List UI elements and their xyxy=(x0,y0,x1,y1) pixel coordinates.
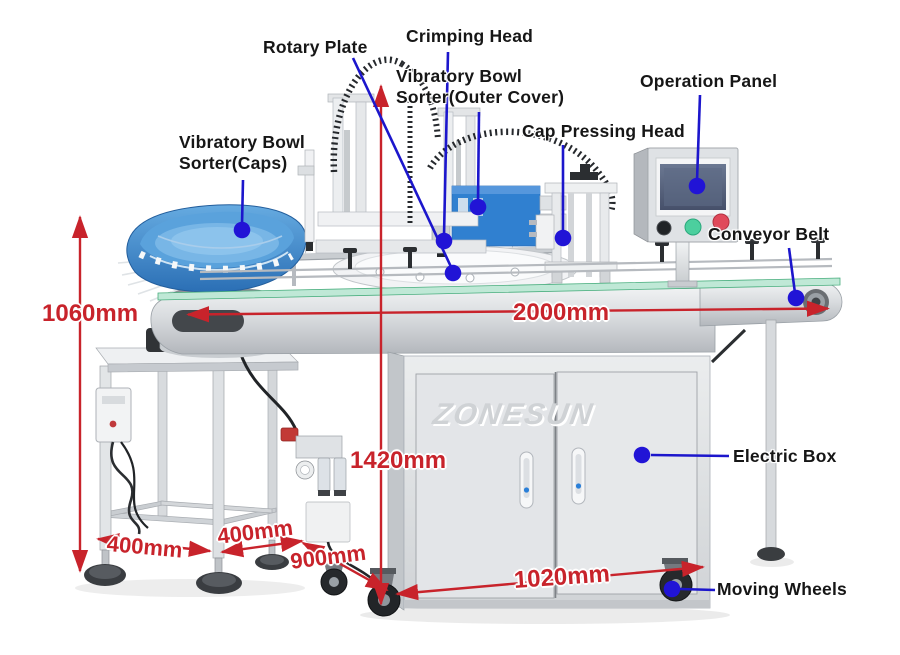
label-operation-panel: Operation Panel xyxy=(640,71,778,91)
label-line: Sorter(Caps) xyxy=(179,153,288,173)
callout-dot-caps-bowl xyxy=(233,221,251,239)
label-electric-box: Electric Box xyxy=(733,446,837,466)
door-handle-left xyxy=(519,451,534,509)
dimension-line-900 xyxy=(301,541,389,592)
dimension-line-400b xyxy=(220,535,304,558)
callout-dot-cap-pressing xyxy=(554,229,572,247)
dimension-overall-height: 1060mm xyxy=(42,300,139,327)
conveyor-support-leg xyxy=(757,319,785,561)
label-vibratory-bowl-outer: Vibratory Bowl Sorter(Outer Cover) xyxy=(396,66,564,108)
label-vibratory-bowl-caps: Vibratory Bowl Sorter(Caps) xyxy=(179,132,305,174)
callout-line-outer-cover xyxy=(476,111,481,203)
power-knob xyxy=(656,220,672,236)
label-line: Vibratory Bowl xyxy=(179,132,305,152)
dimension-line-1020 xyxy=(395,560,705,601)
callout-line-moving-wheels xyxy=(679,587,716,592)
label-line: Sorter(Outer Cover) xyxy=(396,87,565,107)
callout-lines xyxy=(240,51,797,592)
callout-line-conveyor xyxy=(787,247,797,294)
callout-dots xyxy=(233,177,805,598)
floor-shadows xyxy=(75,557,794,624)
callout-line-rotary-plate xyxy=(351,57,454,270)
callout-dot-conveyor xyxy=(787,289,805,307)
dimension-conveyor-length: 2000mm xyxy=(513,299,610,326)
label-crimping-head: Crimping Head xyxy=(406,26,534,46)
dimension-machine-height: 1420mm xyxy=(350,447,447,474)
dimension-lines xyxy=(71,84,830,606)
svg-text:ZONESUN: ZONESUN xyxy=(432,400,599,433)
label-cap-pressing-head: Cap Pressing Head xyxy=(522,121,685,141)
callout-line-caps-bowl xyxy=(240,179,245,226)
callout-dot-crimping-head xyxy=(435,232,453,250)
stand-control-box xyxy=(95,351,298,535)
dimension-line-2000 xyxy=(186,300,830,323)
callout-dot-rotary-plate xyxy=(444,264,462,282)
callout-dot-electric-box xyxy=(633,446,651,464)
operation-panel-unit xyxy=(633,147,739,288)
callout-dot-moving-wheels xyxy=(663,580,681,598)
zonesun-logo: ZONESUN ZONESUN xyxy=(430,398,599,433)
callout-dot-operation-panel xyxy=(688,177,706,195)
callout-line-operation-panel xyxy=(695,94,702,182)
svg-text:ZONESUN: ZONESUN xyxy=(430,398,597,431)
label-line: Vibratory Bowl xyxy=(396,66,522,86)
label-moving-wheels: Moving Wheels xyxy=(717,579,847,599)
start-button xyxy=(684,218,702,236)
door-handle-right xyxy=(571,447,586,505)
dimension-line-400a xyxy=(96,533,212,557)
label-conveyor-belt: Conveyor Belt xyxy=(708,224,830,244)
stop-button xyxy=(712,213,730,231)
callout-line-crimping-head xyxy=(442,51,450,237)
callout-line-electric-box xyxy=(650,453,730,458)
label-rotary-plate: Rotary Plate xyxy=(263,37,368,57)
callout-dot-outer-cover xyxy=(469,198,487,216)
bowl-stand xyxy=(84,347,299,594)
air-filter-regulator xyxy=(280,427,379,585)
